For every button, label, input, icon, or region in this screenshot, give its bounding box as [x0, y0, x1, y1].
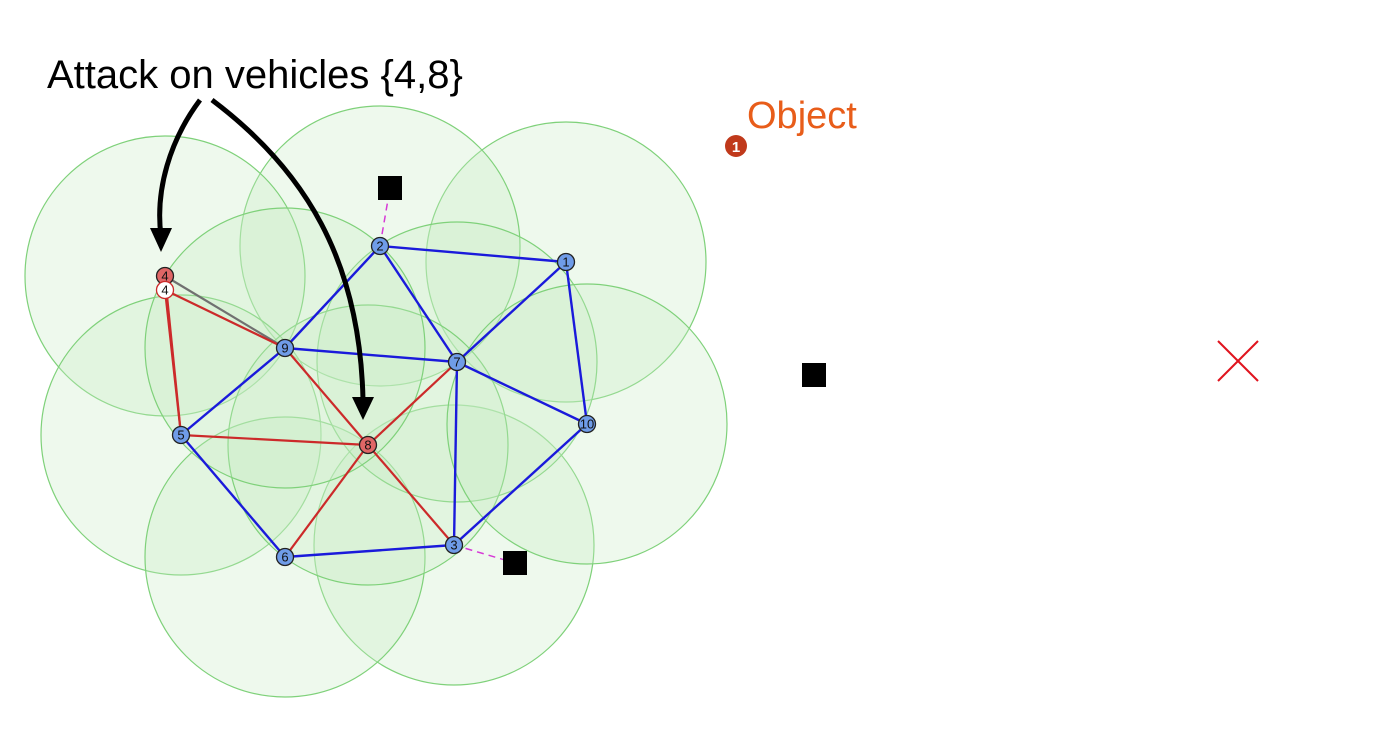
- annotation-title: Attack on vehicles {4,8}: [47, 53, 463, 97]
- vehicle-marker: [556, 252, 576, 272]
- vehicle-label: 10: [580, 417, 594, 432]
- link-2-9: [284, 245, 381, 349]
- vehicle-marker: [275, 338, 295, 358]
- vehicle-node-8: 8: [358, 435, 378, 455]
- vehicle-node-9: 9: [275, 338, 295, 358]
- vehicle-label: 7: [453, 355, 460, 370]
- vehicle-marker: [370, 236, 390, 256]
- vehicle-label: 1: [562, 255, 569, 270]
- vehicle-label: 4: [161, 269, 168, 284]
- vehicle-label: 8: [364, 438, 371, 453]
- link-7-10: [456, 360, 588, 426]
- object-marker-icon: [725, 135, 747, 157]
- vehicle-node-5: 5: [171, 425, 191, 445]
- link-8-3: [367, 444, 455, 546]
- link-8-6: [284, 444, 369, 558]
- attack-arrow-head-8: [352, 397, 374, 420]
- link-9-7: [284, 346, 458, 364]
- vehicle-marker: [358, 435, 378, 455]
- link-7-3: [452, 361, 459, 546]
- vehicle-marker: [444, 535, 464, 555]
- vehicle-marker: [275, 547, 295, 567]
- vehicle-node-3: 3: [444, 535, 464, 555]
- target-cross-icon: [1217, 340, 1259, 382]
- vehicle-marker: [447, 352, 467, 372]
- vehicle-label: 4: [161, 283, 168, 298]
- landmark-square-icon: [378, 176, 402, 200]
- communication-ranges: [24, 105, 728, 698]
- link-4-9: [164, 275, 286, 349]
- vehicle-node-6: 6: [275, 547, 295, 567]
- object-label: Object: [747, 95, 857, 137]
- link-4-5: [163, 275, 183, 436]
- link-5-6: [180, 434, 286, 558]
- link-2-7: [379, 245, 458, 363]
- vehicle-label: 5: [177, 428, 184, 443]
- vehicle-node-4g: 4: [155, 280, 175, 300]
- link-1-10: [564, 261, 589, 425]
- vehicle-marker: [171, 425, 191, 445]
- attack-arrow-head-4: [150, 228, 172, 252]
- link-1-7: [456, 261, 567, 363]
- link-9-5: [180, 347, 286, 436]
- link-9-8: [284, 347, 369, 446]
- link-7-8: [367, 361, 458, 446]
- vehicle-node-2: 2: [370, 236, 390, 256]
- vehicle-label: 2: [376, 239, 383, 254]
- vehicle-label: 9: [281, 341, 288, 356]
- vehicle-label: 3: [450, 538, 457, 553]
- vehicle-node-10: 10: [577, 414, 597, 434]
- link-2-1: [379, 244, 567, 264]
- vehicle-marker: [155, 280, 175, 300]
- vehicles: 1 2 3 44 5 6 7 8 9 10: [155, 236, 597, 567]
- vehicle-marker: [577, 414, 597, 434]
- vehicle-label: 6: [281, 550, 288, 565]
- links: [163, 244, 589, 559]
- attack-arrow-to-8: [210, 98, 366, 401]
- vehicle-node-7: 7: [447, 352, 467, 372]
- link-6-3: [284, 543, 455, 559]
- landmark-square-icon: [802, 363, 826, 387]
- vehicle-node-1: 1: [556, 252, 576, 272]
- landmarks: [378, 176, 826, 575]
- legend: 1 Object: [725, 95, 857, 157]
- link-4g-9: [164, 289, 286, 349]
- object-marker-number: 1: [732, 139, 740, 156]
- link-5-8: [180, 433, 369, 447]
- attack-arrow-to-4: [157, 98, 203, 237]
- link-3-10: [453, 423, 588, 546]
- landmark-square-icon: [503, 551, 527, 575]
